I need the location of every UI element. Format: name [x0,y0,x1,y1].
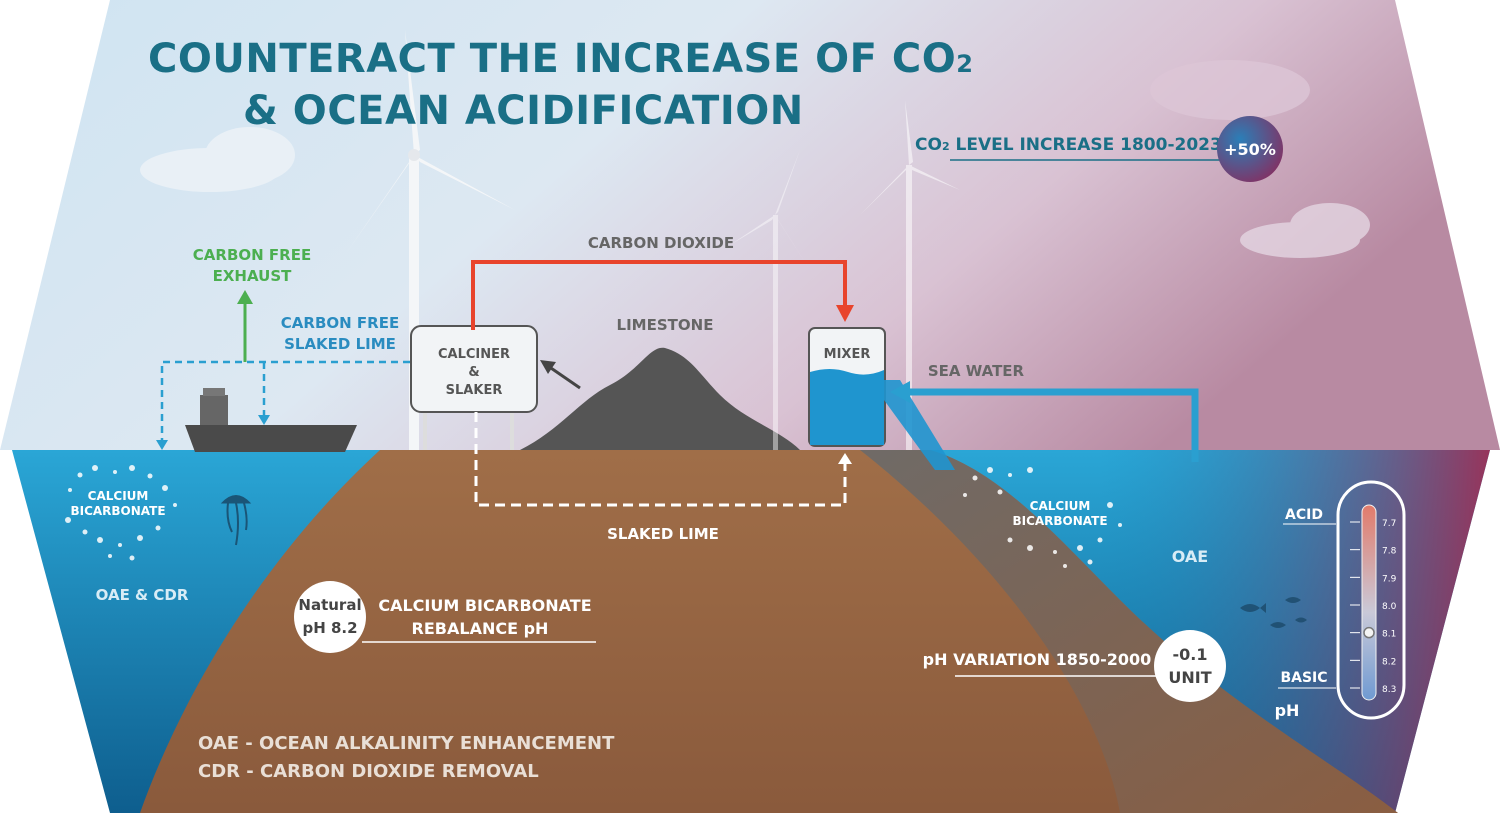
carbon-dioxide-label: CARBON DIOXIDE [588,234,734,252]
slaked-lime-label: SLAKED LIME [607,525,719,543]
carbon-dioxide-arrow [471,260,847,330]
carbon-free-exhaust-label-2: EXHAUST [213,267,292,285]
fish-school [1240,597,1307,628]
ph-tick-group: 7.7 7.8 7.9 8.0 8.1 8.2 8.3 [1350,519,1397,695]
sea-water-arrow [905,388,1199,462]
bubbles-left [65,465,177,561]
title-line-1: COUNTERACT THE INCREASE OF CO2 [148,36,973,82]
legend-cdr: CDR - CARBON DIOXIDE REMOVAL [198,761,539,782]
ph-tick-label: 7.7 [1382,519,1396,529]
clouds [140,60,1370,258]
rebalance-label-1: CALCIUM BICARBONATE [378,596,591,615]
ph-change-unit: UNIT [1168,668,1211,687]
bicarb-right-label-2: BICARBONATE [1012,514,1107,528]
wind-turbine-background-1 [860,100,960,450]
limestone-label: LIMESTONE [617,316,714,334]
ship [185,388,357,452]
co2-increase-label: CO2 LEVEL INCREASE 1800-2023 [915,135,1222,155]
bicarb-left-label-1: CALCIUM [88,489,149,503]
ph-tick-label: 8.0 [1382,602,1397,612]
ph-unit-label: pH [1275,701,1300,720]
ph-tick-label: 7.8 [1382,547,1397,557]
calciner-label-1: CALCINER [438,347,510,362]
calciner-label-2: & [468,365,479,380]
limestone-to-calciner-arrow [547,364,581,390]
slaked-lime-dashed-path [474,412,847,507]
natural-ph-label-2: pH 8.2 [302,619,357,637]
sky-background [0,0,1500,450]
bicarb-right-label-1: CALCIUM [1030,499,1091,513]
island [140,450,1398,813]
mixer-tank [808,327,955,470]
island-rock-side [860,450,1398,813]
ph-change-value: -0.1 [1173,645,1208,664]
ph-variation-label: pH VARIATION 1850-2000 [923,650,1152,669]
ph-acid-label: ACID [1285,507,1323,523]
bicarb-left-label-2: BICARBONATE [70,504,165,518]
carbon-free-exhaust-label-1: CARBON FREE [193,246,311,264]
wind-turbine-background-2 [730,150,810,450]
calciner-label-3: SLAKER [446,383,503,398]
carbon-free-lime-dashed-path [160,360,410,440]
limestone-mountain [520,347,800,450]
sea-water-label: SEA WATER [928,362,1025,380]
natural-ph-label-1: Natural [298,596,361,614]
ph-marker [1363,626,1375,639]
wind-turbine-large [345,30,515,450]
bubbles-right [963,467,1122,568]
ph-tick-label: 8.1 [1382,630,1396,640]
co2-badge-value: +50% [1224,140,1276,159]
ph-tick-label: 8.3 [1382,685,1396,695]
ph-tick-label: 8.2 [1382,657,1396,667]
oae-cdr-label: OAE & CDR [96,586,189,604]
natural-ph-badge [294,581,366,653]
ph-tick-label: 7.9 [1382,574,1397,584]
ph-thermometer: 7.7 7.8 7.9 8.0 8.1 8.2 8.3 [1336,480,1406,720]
title-line-2: & OCEAN ACIDIFICATION [243,88,804,134]
ph-basic-label: BASIC [1280,670,1327,686]
ph-change-badge [1154,630,1226,702]
carbon-free-lime-label-2: SLAKED LIME [284,335,396,353]
carbon-free-lime-label-1: CARBON FREE [281,314,399,332]
oae-label: OAE [1172,547,1208,566]
co2-badge [1217,116,1283,182]
legend-oae: OAE - OCEAN ALKALINITY ENHANCEMENT [198,733,615,754]
rebalance-label-2: REBALANCE pH [412,619,549,638]
jellyfish [220,495,252,546]
mixer-label: MIXER [824,347,871,362]
